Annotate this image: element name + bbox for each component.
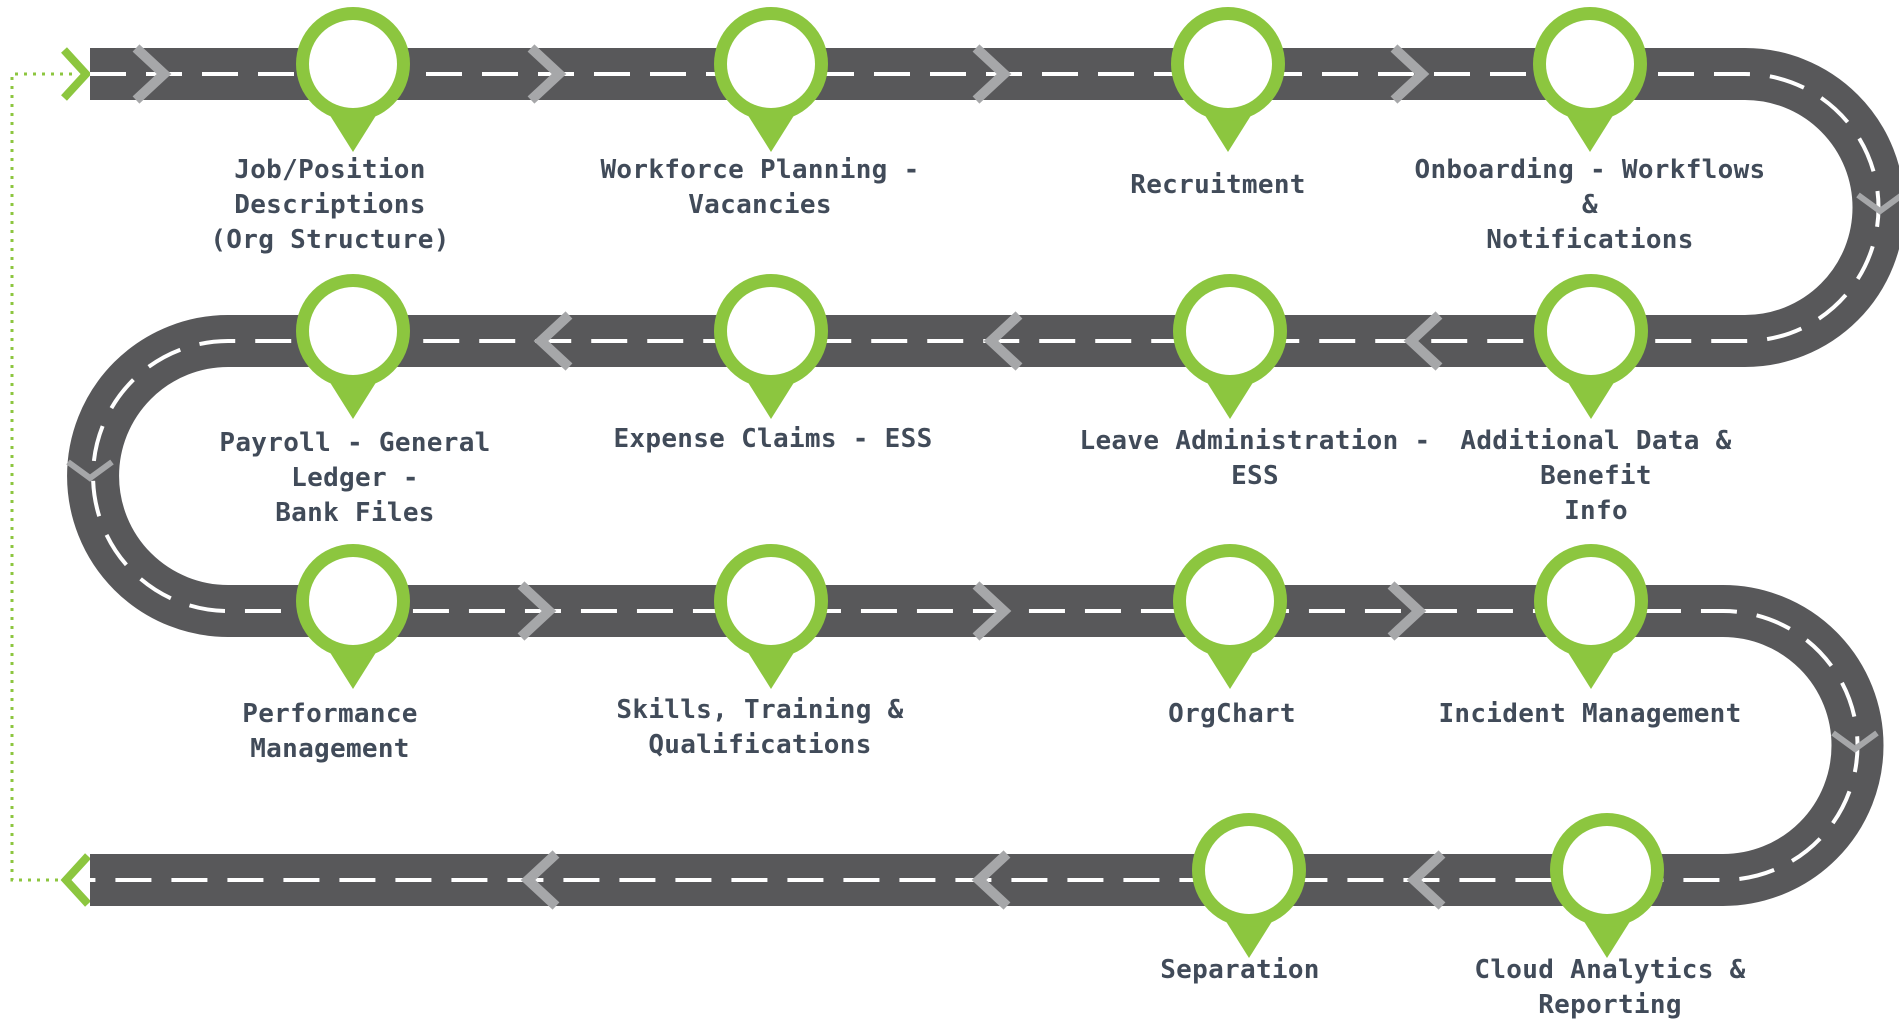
pin-incident-management [1534, 544, 1648, 689]
pin-onboarding [1533, 7, 1647, 152]
label-cloud-analytics: Cloud Analytics & Reporting [1420, 953, 1800, 1023]
label-line: ESS [1231, 461, 1279, 491]
pin-job-position-descriptions [296, 7, 410, 152]
label-line: Payroll - General Ledger - [219, 428, 491, 493]
pin-leave-administration [1173, 274, 1287, 419]
direction-chevron-icon [1856, 192, 1899, 215]
label-line: Onboarding - Workflows & [1414, 155, 1766, 220]
direction-chevrons [66, 44, 1899, 910]
pin-recruitment [1171, 7, 1285, 152]
label-line: Bank Files [275, 498, 435, 528]
label-workforce-planning: Workforce Planning - Vacancies [570, 153, 950, 223]
label-line: Notifications [1486, 225, 1694, 255]
pin-center [1205, 826, 1293, 914]
direction-chevron-icon [1403, 311, 1443, 371]
pin-center [309, 20, 397, 108]
milestone-pins [296, 7, 1664, 958]
label-onboarding: Onboarding - Workflows & Notifications [1400, 153, 1780, 258]
direction-chevron-icon [1387, 581, 1427, 641]
pin-center [309, 287, 397, 375]
pin-cloud-analytics [1550, 813, 1664, 958]
label-line: Performance [242, 699, 418, 729]
label-skills-training: Skills, Training & Qualifications [570, 693, 950, 763]
label-line: Vacancies [688, 190, 832, 220]
label-line: Cloud Analytics & Reporting [1474, 955, 1746, 1020]
pin-center [1547, 557, 1635, 645]
end-arrow-icon [60, 853, 91, 907]
direction-chevron-icon [972, 44, 1012, 104]
direction-chevron-icon [972, 581, 1012, 641]
pin-center [727, 287, 815, 375]
pin-orgchart [1173, 544, 1287, 689]
label-separation: Separation [1050, 953, 1430, 988]
direction-chevron-icon [971, 850, 1011, 910]
pin-center [727, 557, 815, 645]
label-expense-claims: Expense Claims - ESS [583, 422, 963, 457]
direction-chevron-icon [533, 311, 573, 371]
label-job-position-descriptions: Job/Position Descriptions (Org Structure) [140, 153, 520, 258]
direction-chevron-icon [517, 581, 557, 641]
pin-center [1186, 557, 1274, 645]
start-arrow-icon [61, 47, 92, 101]
label-line: (Org Structure) [210, 225, 450, 255]
pin-center [1547, 287, 1635, 375]
pin-center [1184, 20, 1272, 108]
label-line: Leave Administration - [1079, 426, 1431, 456]
label-orgchart: OrgChart [1042, 697, 1422, 732]
pin-center [727, 20, 815, 108]
pin-performance-management [296, 544, 410, 689]
pin-center [1186, 287, 1274, 375]
direction-chevron-icon [520, 850, 560, 910]
pin-center [309, 557, 397, 645]
label-line: Additional Data & Benefit [1460, 426, 1732, 491]
pin-expense-claims [714, 274, 828, 419]
pin-workforce-planning [714, 7, 828, 152]
pin-center [1546, 20, 1634, 108]
label-line: Skills, Training & [616, 695, 904, 725]
direction-chevron-icon [1390, 44, 1430, 104]
dotted-connector [10, 47, 92, 907]
label-line: Separation [1160, 955, 1320, 985]
label-incident-management: Incident Management [1400, 697, 1780, 732]
direction-chevron-icon [132, 44, 172, 104]
label-line: Job/Position Descriptions [234, 155, 426, 220]
pin-separation [1192, 813, 1306, 958]
direction-chevron-icon [1406, 850, 1446, 910]
label-recruitment: Recruitment [1028, 168, 1408, 203]
label-line: Expense Claims - ESS [613, 424, 933, 454]
pin-payroll [296, 274, 410, 419]
direction-chevron-icon [527, 44, 567, 104]
label-line: Workforce Planning - [600, 155, 920, 185]
label-line: Incident Management [1438, 699, 1742, 729]
label-leave-administration: Leave Administration - ESS [1065, 424, 1445, 494]
label-payroll: Payroll - General Ledger - Bank Files [165, 426, 545, 531]
label-line: Qualifications [648, 730, 872, 760]
connector-line [10, 72, 72, 882]
pin-additional-data [1534, 274, 1648, 419]
pin-skills-training [714, 544, 828, 689]
pin-center [1563, 826, 1651, 914]
label-line: Info [1564, 496, 1628, 526]
direction-chevron-icon [1831, 730, 1879, 753]
label-line: OrgChart [1168, 699, 1296, 729]
direction-chevron-icon [66, 459, 114, 482]
direction-chevron-icon [983, 311, 1023, 371]
label-line: Management [250, 734, 410, 764]
label-line: Recruitment [1130, 170, 1306, 200]
